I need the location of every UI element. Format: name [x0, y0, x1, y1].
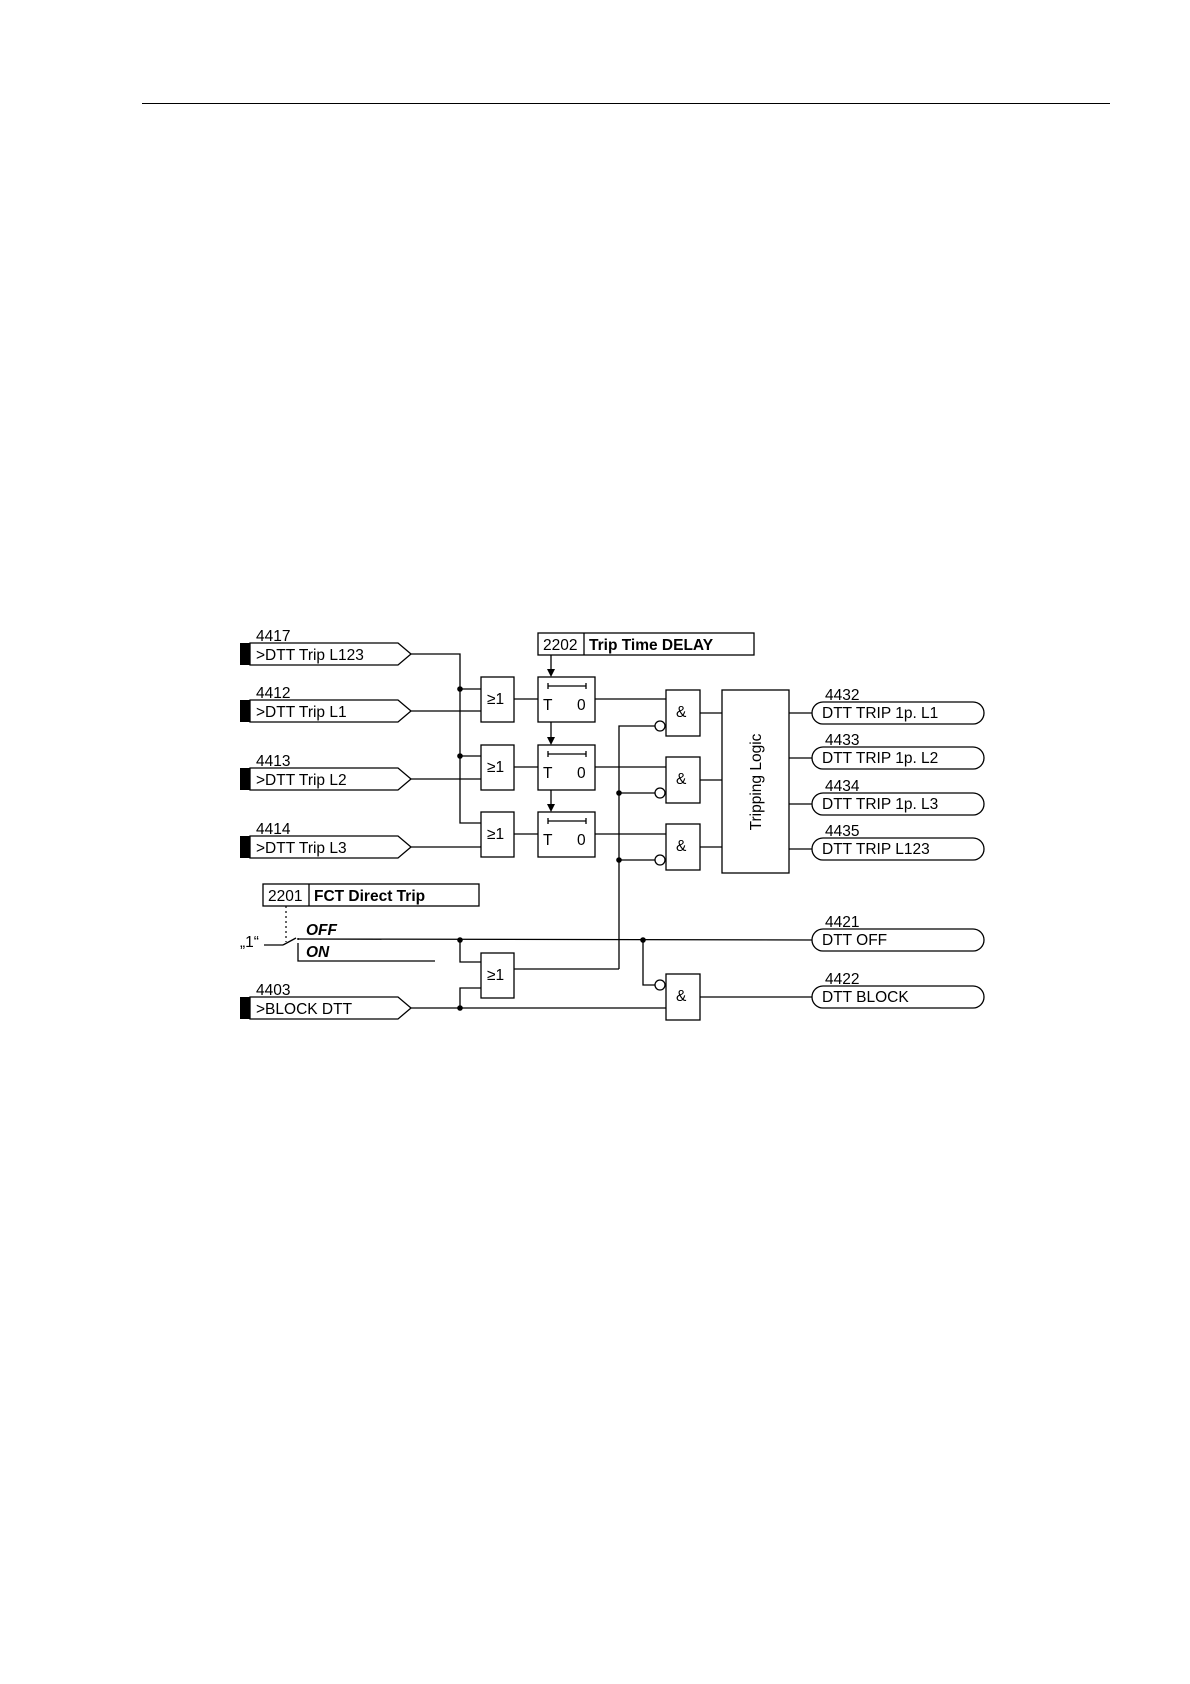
or-gate-symbol: ≥1 — [487, 967, 504, 984]
input-4414: 4414 >DTT Trip L3 — [240, 821, 411, 858]
output-number: 4432 — [825, 687, 859, 704]
timer-t-label: T — [543, 832, 553, 849]
output-label: DTT BLOCK — [822, 989, 909, 1006]
output-number: 4422 — [825, 971, 859, 988]
output-4433: 4433 DTT TRIP 1p. L2 — [812, 732, 984, 769]
timer-zero-label: 0 — [577, 697, 586, 714]
output-4434: 4434 DTT TRIP 1p. L3 — [812, 778, 984, 815]
output-label: DTT TRIP 1p. L2 — [822, 750, 938, 767]
output-label: DTT OFF — [822, 932, 887, 949]
or-gate-symbol: ≥1 — [487, 759, 504, 776]
output-number: 4435 — [825, 823, 859, 840]
output-label: DTT TRIP 1p. L3 — [822, 796, 938, 813]
output-4435: 4435 DTT TRIP L123 — [812, 823, 984, 860]
setting-2201: 2201 FCT Direct Trip — [263, 884, 479, 906]
function-switch: „1“ OFF ON — [240, 906, 812, 961]
timer-zero-label: 0 — [577, 832, 586, 849]
and-gate-l3: & — [655, 824, 700, 870]
setting-number: 2202 — [543, 637, 577, 654]
input-4413: 4413 >DTT Trip L2 — [240, 753, 411, 790]
timer-l3: T 0 — [538, 812, 595, 857]
output-label: DTT TRIP L123 — [822, 841, 930, 858]
setting-label: FCT Direct Trip — [314, 888, 425, 905]
output-number: 4421 — [825, 914, 859, 931]
input-label: >DTT Trip L2 — [256, 772, 347, 789]
output-4421: 4421 DTT OFF — [812, 914, 984, 951]
input-label: >DTT Trip L1 — [256, 704, 347, 721]
setting-number: 2201 — [268, 888, 302, 905]
switch-on-label: ON — [306, 944, 330, 961]
or-gate-l2: ≥1 — [481, 745, 514, 790]
input-number: 4417 — [256, 628, 290, 645]
output-number: 4434 — [825, 778, 860, 795]
tripping-logic-block: Tripping Logic — [722, 690, 789, 873]
input-wiring — [411, 654, 481, 847]
output-label: DTT TRIP 1p. L1 — [822, 705, 938, 722]
timer-t-label: T — [543, 697, 553, 714]
input-number: 4413 — [256, 753, 290, 770]
setting-2202: 2202 Trip Time DELAY — [538, 633, 754, 655]
switch-off-label: OFF — [306, 922, 338, 939]
input-label: >BLOCK DTT — [256, 1001, 353, 1018]
output-4432: 4432 DTT TRIP 1p. L1 — [812, 687, 984, 724]
or-gate-l1: ≥1 — [481, 677, 514, 722]
and-gate-block: & — [655, 974, 700, 1020]
and-gate-l2: & — [655, 757, 700, 803]
timer-t-label: T — [543, 765, 553, 782]
input-number: 4412 — [256, 685, 290, 702]
input-label: >DTT Trip L3 — [256, 840, 347, 857]
setting-label: Trip Time DELAY — [589, 637, 714, 654]
output-number: 4433 — [825, 732, 859, 749]
or-gate-symbol: ≥1 — [487, 826, 504, 843]
input-label: >DTT Trip L123 — [256, 647, 364, 664]
input-4417: 4417 >DTT Trip L123 — [240, 628, 411, 665]
or-gate-symbol: ≥1 — [487, 691, 504, 708]
and-gate-l1: & — [655, 690, 700, 736]
input-number: 4414 — [256, 821, 291, 838]
and-gate-symbol: & — [676, 704, 687, 721]
tripping-logic-label: Tripping Logic — [748, 733, 765, 830]
or-gate-l3: ≥1 — [481, 812, 514, 857]
timer-l2: T 0 — [538, 745, 595, 790]
timer-zero-label: 0 — [577, 765, 586, 782]
and-gate-symbol: & — [676, 771, 687, 788]
and-gate-symbol: & — [676, 988, 687, 1005]
or-gate-block: ≥1 — [481, 953, 514, 998]
timer-l1: T 0 — [538, 677, 595, 722]
input-4403: 4403 >BLOCK DTT — [240, 982, 411, 1019]
block-bus — [616, 726, 655, 969]
input-4412: 4412 >DTT Trip L1 — [240, 685, 411, 722]
output-4422: 4422 DTT BLOCK — [812, 971, 984, 1008]
input-number: 4403 — [256, 982, 290, 999]
and-gate-symbol: & — [676, 838, 687, 855]
switch-constant-label: „1“ — [240, 934, 259, 951]
